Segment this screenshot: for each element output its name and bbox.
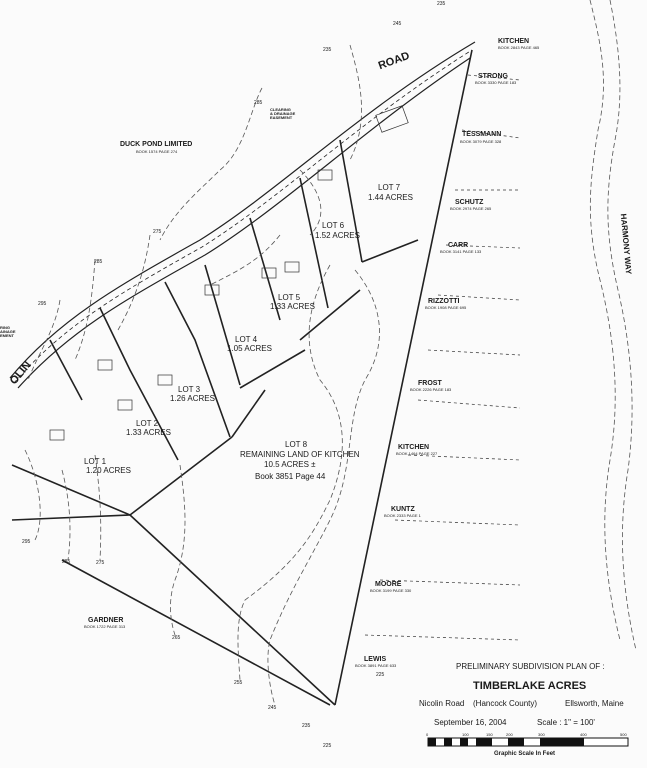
lot-5-acres: 1.33 ACRES bbox=[270, 302, 315, 311]
lot-5-label: LOT 5 bbox=[278, 293, 301, 302]
scale-bar bbox=[427, 737, 629, 747]
scale-tick: 200 bbox=[506, 732, 513, 737]
lot-3-label: LOT 3 bbox=[178, 385, 201, 394]
contour-label: 275 bbox=[96, 560, 105, 566]
lot-4-acres: 1.05 ACRES bbox=[227, 344, 272, 353]
contour-label: 245 bbox=[268, 705, 277, 711]
building-footprints bbox=[49, 105, 409, 441]
abutter-book: BOOK 1722 PAGE 313 bbox=[84, 624, 126, 629]
abutter-book: BOOK 3141 PAGE 133 bbox=[440, 249, 482, 254]
lot-8-label: LOT 8 bbox=[285, 440, 308, 449]
abutter-book: BOOK 3891 PAGE 633 bbox=[355, 663, 397, 668]
lot-7-acres: 1.44 ACRES bbox=[368, 193, 413, 202]
scale-tick: 300 bbox=[538, 732, 545, 737]
scale-caption: Graphic Scale In Feet bbox=[494, 751, 556, 757]
abutter-name: CARR bbox=[448, 242, 469, 249]
contour-label: 295 bbox=[38, 301, 47, 307]
lot-4-label: LOT 4 bbox=[235, 335, 258, 344]
abutter-name: KUNTZ bbox=[391, 506, 415, 513]
lot-7-label: LOT 7 bbox=[378, 183, 401, 192]
plan-heading: PRELIMINARY SUBDIVISION PLAN OF : bbox=[456, 662, 605, 671]
contour-label: 275 bbox=[153, 229, 162, 235]
abutter-name: SCHUTZ bbox=[455, 199, 484, 206]
contour-label: 255 bbox=[234, 680, 243, 686]
plan-county: (Hancock County) bbox=[473, 699, 538, 708]
contour-label: 245 bbox=[393, 21, 402, 27]
abutter-book: BOOK 3199 PAGE 330 bbox=[370, 588, 412, 593]
abutter-name: STRONG bbox=[478, 73, 508, 80]
abutter-name: GARDNER bbox=[88, 617, 124, 624]
abutter-book: BOOK 3079 PAGE 328 bbox=[460, 139, 502, 144]
plan-scale: Scale : 1" = 100' bbox=[537, 718, 595, 727]
abutter-book: BOOK 1574 PAGE 274 bbox=[136, 149, 178, 154]
lot-8-acres: 10.5 ACRES ± bbox=[264, 460, 316, 469]
abutter-name: KITCHEN bbox=[398, 444, 430, 451]
contour-label: 295 bbox=[22, 539, 31, 545]
contour-label: 285 bbox=[62, 559, 71, 565]
abutter-name: MOORE bbox=[375, 581, 402, 588]
contour-label: 235 bbox=[437, 1, 446, 7]
scale-tick: 150 bbox=[486, 732, 493, 737]
easement-left-label: RING AINAGE EMENT bbox=[0, 325, 16, 338]
abutter-name: DUCK POND LIMITED bbox=[120, 141, 193, 148]
abutter-book: BOOK 2333 PAGE 1 bbox=[384, 513, 421, 518]
easement-top-label: CLEARING & DRAINAGE EASEMENT bbox=[270, 107, 296, 120]
abutter-name: RIZZOTTI bbox=[428, 298, 460, 305]
lot-1-label: LOT 1 bbox=[84, 457, 107, 466]
contour-label: 265 bbox=[172, 635, 181, 641]
scale-tick: 0 bbox=[426, 732, 429, 737]
lot-8-book: Book 3851 Page 44 bbox=[255, 472, 326, 481]
abutter-book: BOOK 2843 PAGE 465 bbox=[498, 45, 540, 50]
plan-road: Nicolin Road bbox=[419, 699, 465, 708]
abutter-name: FROST bbox=[418, 380, 442, 387]
contour-label: 285 bbox=[94, 259, 103, 265]
lot-1-acres: 1.20 ACRES bbox=[86, 466, 131, 475]
lot-3-acres: 1.26 ACRES bbox=[170, 394, 215, 403]
lot-6-label: LOT 6 bbox=[322, 221, 345, 230]
plan-date: September 16, 2004 bbox=[434, 718, 507, 727]
abutter-name: TESSMANN bbox=[462, 131, 502, 138]
scale-tick: 500 bbox=[620, 732, 627, 737]
lot-2-label: LOT 2 bbox=[136, 419, 159, 428]
road-right-of-way bbox=[9, 41, 476, 389]
scale-tick: 100 bbox=[462, 732, 469, 737]
abutter-book: BOOK 1464 PAGE 227 bbox=[396, 451, 438, 456]
abutter-book: BOOK 3330 PAGE 183 bbox=[475, 80, 517, 85]
abutter-book: BOOK 2226 PAGE 183 bbox=[410, 387, 452, 392]
abutter-book: BOOK 1908 PAGE 695 bbox=[425, 305, 467, 310]
abutter-name: LEWIS bbox=[364, 656, 387, 663]
contour-label: 225 bbox=[323, 743, 332, 749]
abutter-book: BOOK 2974 PAGE 265 bbox=[450, 206, 492, 211]
plan-town: Ellsworth, Maine bbox=[565, 699, 624, 708]
contour-label: 225 bbox=[376, 672, 385, 678]
plan-title: TIMBERLAKE ACRES bbox=[473, 680, 587, 692]
contour-lines bbox=[24, 0, 637, 706]
abutter-lines bbox=[364, 74, 521, 641]
contour-label: 285 bbox=[254, 100, 263, 106]
abutter-name: KITCHEN bbox=[498, 38, 530, 45]
contour-label: 235 bbox=[302, 723, 311, 729]
scale-tick: 400 bbox=[580, 732, 587, 737]
lot-8-description: REMAINING LAND OF KITCHEN bbox=[240, 450, 360, 459]
lot-6-acres: 1.52 ACRES bbox=[315, 231, 360, 240]
lot-2-acres: 1.33 ACRES bbox=[126, 428, 171, 437]
contour-label: 235 bbox=[323, 47, 332, 53]
lot-lines bbox=[11, 49, 473, 706]
